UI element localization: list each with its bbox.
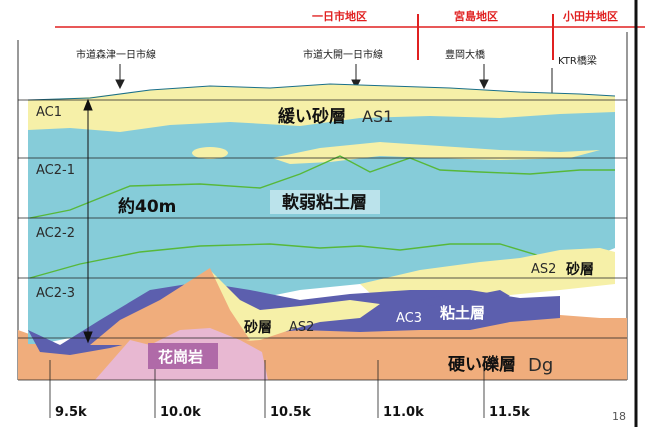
clay-lens: [480, 290, 510, 300]
layer-label-dg: 硬い礫層: [448, 354, 516, 375]
sand-lens: [272, 142, 600, 164]
road-labels: 市道森津一日市線 市道大開一日市線 豊岡大橋 KTR橋梁: [76, 48, 597, 108]
granite-peak: [90, 268, 250, 345]
clay-lens: [420, 296, 450, 306]
layer-label-ac3: 粘土層: [440, 304, 485, 322]
region-header: 一日市地区 宮島地区 小田井地区: [55, 9, 645, 60]
surface-line: [27, 83, 616, 101]
layer-code-as2-right: AS2: [531, 262, 556, 277]
depth-grid: [18, 99, 627, 381]
layer-code-as1: AS1: [362, 107, 393, 126]
layer-label-as2-right: 砂層: [565, 261, 594, 278]
km-label: 10.5k: [270, 405, 311, 420]
road-label: 市道大開一日市線: [303, 48, 383, 61]
sand-lens: [192, 147, 228, 159]
label-box: [148, 343, 218, 369]
layer-code-dg: Dg: [528, 355, 553, 376]
layer-label-ac2-1: AC2-1: [36, 163, 75, 178]
boundary-line: [29, 155, 615, 219]
layer-label-ac2-3: AC2-3: [36, 286, 75, 301]
layer-label-as2-left: 砂層: [243, 319, 272, 336]
region-label: 宮島地区: [454, 9, 498, 23]
depth-arrow: [83, 98, 93, 344]
layer-label-as1: 緩い砂層: [278, 106, 346, 127]
road-label: 豊岡大橋: [445, 48, 485, 61]
layer-label-soft-clay: 軟弱粘土層: [282, 192, 367, 213]
layer-label-granite: 花崗岩: [158, 348, 203, 366]
km-label: 9.5k: [55, 405, 87, 420]
km-ticks: [49, 360, 485, 418]
label-box: [270, 190, 380, 214]
km-label: 11.0k: [383, 405, 424, 420]
road-label: KTR橋梁: [558, 54, 597, 67]
road-label: 市道森津一日市線: [76, 48, 156, 61]
layer-label-ac2-2: AC2-2: [36, 226, 75, 241]
km-label: 10.0k: [160, 405, 201, 420]
region-label: 一日市地区: [312, 9, 367, 23]
layer-code-ac3: AC3: [396, 311, 422, 326]
layer-as2-right: [360, 248, 615, 302]
depth-label: 約40m: [118, 196, 176, 217]
layer-label-ac1: AC1: [36, 105, 62, 120]
boundary-line: [29, 243, 580, 279]
region-label: 小田井地区: [562, 9, 618, 23]
layer-labels: AC1 AC2-1 AC2-2 AC2-3 緩い砂層 AS1 軟弱粘土層 約40…: [36, 105, 594, 376]
layer-as2-left: [210, 270, 380, 342]
layer-clay: [28, 112, 615, 344]
km-labels: 9.5k 10.0k 10.5k 11.0k 11.5k: [55, 405, 530, 420]
layers: [18, 83, 627, 380]
page-number: 18: [612, 410, 626, 423]
layer-code-as2-left: AS2: [289, 320, 314, 335]
km-label: 11.5k: [489, 405, 530, 420]
